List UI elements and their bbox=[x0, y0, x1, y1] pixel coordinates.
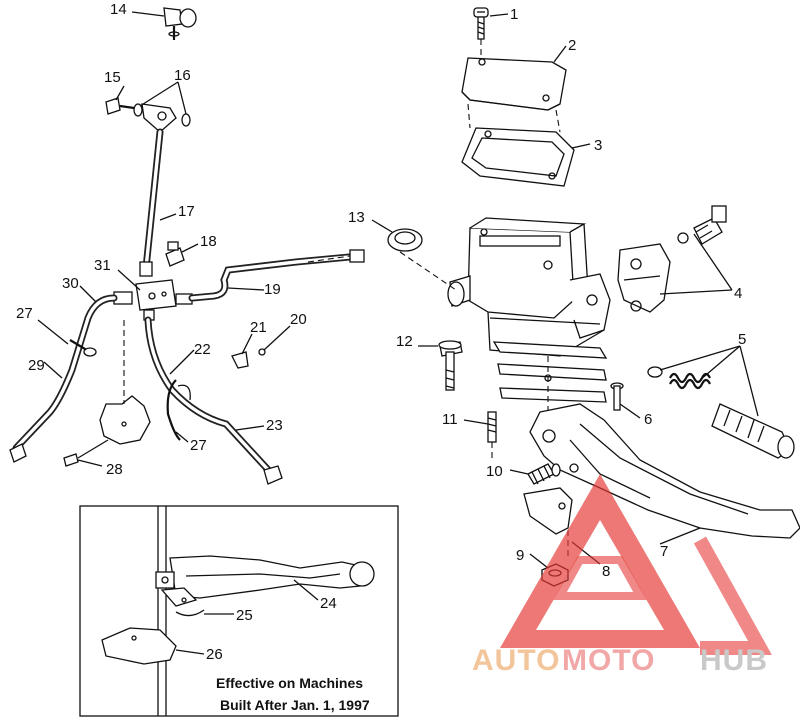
master-cylinder-assembly bbox=[387, 7, 800, 587]
upper-brake-hose bbox=[139, 128, 164, 277]
brake-junction-block bbox=[113, 279, 193, 321]
label-part-28: 28 bbox=[106, 461, 123, 478]
label-part-2: 2 bbox=[568, 37, 576, 54]
label-part-11: 11 bbox=[442, 411, 458, 428]
label-part-7: 7 bbox=[660, 543, 668, 560]
banjo-bolt bbox=[105, 97, 191, 133]
inset-panel bbox=[79, 505, 399, 717]
label-part-10: 10 bbox=[486, 463, 503, 480]
cover-screw bbox=[473, 7, 489, 58]
diaphragm-gasket bbox=[461, 127, 575, 187]
label-part-12: 12 bbox=[396, 333, 413, 350]
master-cylinder-body bbox=[447, 217, 611, 357]
label-part-27-lower: 27 bbox=[190, 437, 207, 454]
label-part-30: 30 bbox=[62, 275, 79, 292]
label-part-25: 25 bbox=[236, 607, 253, 624]
label-part-18: 18 bbox=[200, 233, 217, 250]
new-style-lever bbox=[155, 555, 375, 599]
brake-line-assembly bbox=[9, 7, 365, 485]
handlebar-clamp bbox=[617, 205, 727, 313]
hose-clip bbox=[231, 348, 266, 369]
label-part-4: 4 bbox=[734, 285, 742, 302]
label-part-1: 1 bbox=[510, 6, 518, 23]
left-brake-hose bbox=[9, 294, 118, 463]
label-part-3: 3 bbox=[594, 137, 602, 154]
watermark-text-moto: MOTO bbox=[562, 644, 655, 677]
inset-block bbox=[101, 627, 177, 665]
label-part-20: 20 bbox=[290, 311, 307, 328]
label-part-17: 17 bbox=[178, 203, 195, 220]
pivot-bolt bbox=[438, 340, 463, 391]
mounting-bracket bbox=[63, 320, 151, 467]
label-part-22: 22 bbox=[194, 341, 211, 358]
rear-brake-line bbox=[188, 249, 365, 302]
callout-leaders bbox=[37, 11, 759, 655]
right-brake-hose bbox=[144, 316, 283, 485]
lower-screw bbox=[487, 411, 497, 460]
inset-adjuster bbox=[160, 587, 205, 617]
spacer-plates bbox=[492, 341, 608, 410]
label-part-9: 9 bbox=[516, 547, 524, 564]
label-part-14: 14 bbox=[110, 1, 127, 18]
watermark-logo bbox=[500, 474, 772, 655]
label-part-21: 21 bbox=[250, 319, 267, 336]
label-part-16: 16 bbox=[174, 67, 191, 84]
label-part-8: 8 bbox=[602, 563, 610, 580]
watermark-text-auto: AUTO bbox=[472, 644, 560, 677]
sealing-washer bbox=[387, 228, 457, 291]
lever-pin bbox=[610, 382, 624, 411]
tee-fitting bbox=[163, 7, 197, 40]
label-part-26: 26 bbox=[206, 646, 223, 663]
piston-assembly bbox=[647, 366, 795, 459]
watermark-text-hub: HUB bbox=[700, 644, 768, 677]
label-part-5: 5 bbox=[738, 331, 746, 348]
label-part-15: 15 bbox=[104, 69, 121, 86]
label-part-29: 29 bbox=[28, 357, 45, 374]
reservoir-cover bbox=[461, 57, 567, 111]
label-part-19: 19 bbox=[264, 281, 281, 298]
label-part-23: 23 bbox=[266, 417, 283, 434]
label-part-27-upper: 27 bbox=[16, 305, 33, 322]
label-part-6: 6 bbox=[644, 411, 652, 428]
part-number-labels: 1 2 3 4 5 6 7 8 9 10 11 12 13 14 15 16 1… bbox=[16, 1, 746, 663]
inset-caption-line1: Effective on Machines bbox=[216, 675, 363, 691]
bleeder-fitting bbox=[165, 241, 185, 267]
label-part-31: 31 bbox=[94, 257, 111, 274]
inset-caption-line2: Built After Jan. 1, 1997 bbox=[220, 697, 370, 713]
label-part-24: 24 bbox=[320, 595, 337, 612]
watermark-triangle-icon bbox=[500, 474, 700, 648]
label-part-13: 13 bbox=[348, 209, 365, 226]
adjuster-screw bbox=[527, 463, 561, 485]
